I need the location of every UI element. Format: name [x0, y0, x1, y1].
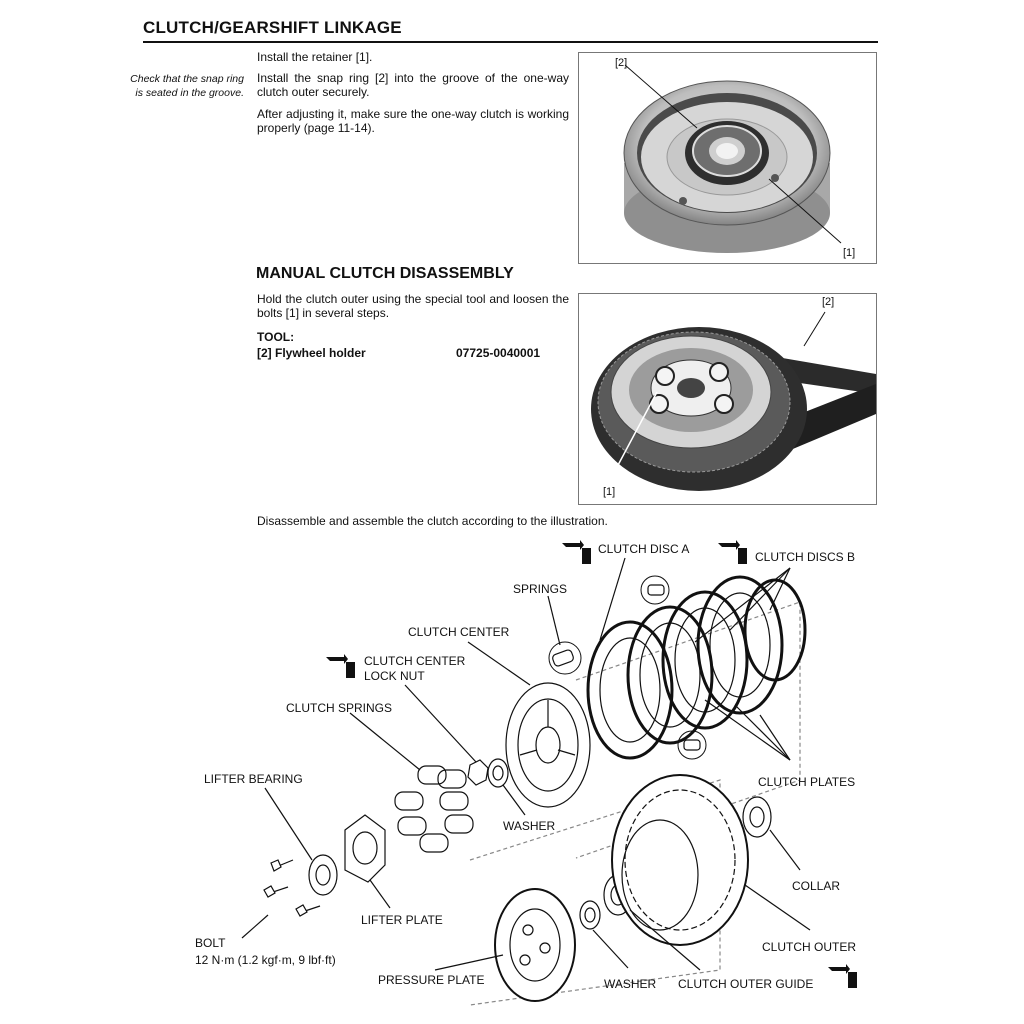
photo1-callout-1: [1] [843, 247, 856, 259]
clutch-outer [611, 774, 749, 946]
clutch-exploded-diagram [241, 540, 857, 1006]
label-pressure-plate: PRESSURE PLATE [378, 973, 485, 987]
label-clutch-disc-a: CLUTCH DISC A [598, 542, 690, 556]
label-springs: SPRINGS [513, 582, 568, 596]
label-collar: COLLAR [792, 879, 841, 893]
label-clutch-outer-guide: CLUTCH OUTER GUIDE [678, 977, 814, 991]
section-title: MANUAL CLUTCH DISASSEMBLY [256, 265, 514, 282]
label-bolt-torque: 12 N·m (1.2 kgf·m, 9 lbf·ft) [195, 953, 336, 967]
label-lifter-bearing: LIFTER BEARING [204, 772, 303, 786]
lifter-plate [344, 814, 386, 883]
label-clutch-center: CLUTCH CENTER [408, 625, 510, 639]
label-washer-upper: WASHER [503, 819, 556, 833]
paragraph-adjust-check: After adjusting it, make sure the one-wa… [257, 107, 569, 135]
photo-flywheel-holder: [2] [1] [578, 293, 877, 505]
label-washer-lower: WASHER [604, 977, 657, 991]
paragraph-disassemble: Disassemble and assemble the clutch acco… [257, 514, 608, 528]
tool-number: 07725-0040001 [456, 346, 541, 360]
label-clutch-springs: CLUTCH SPRINGS [286, 701, 393, 715]
bolts [263, 859, 321, 917]
clutch-disc-stack [586, 575, 807, 760]
clutch-springs [394, 765, 474, 853]
photo1-callout-2: [2] [615, 57, 628, 69]
photo2-callout-2: [2] [822, 296, 835, 308]
label-bolt: BOLT [195, 936, 226, 950]
paragraph-hold-clutch-outer: Hold the clutch outer using the special … [257, 292, 569, 320]
label-clutch-center-lock-nut-2: LOCK NUT [364, 669, 425, 683]
tool-name: [2] Flywheel holder [257, 346, 366, 360]
paragraph-install-snap-ring: Install the snap ring [2] into the groov… [257, 71, 569, 99]
label-clutch-discs-b: CLUTCH DISCS B [755, 550, 856, 564]
clutch-center [505, 682, 591, 808]
photo-one-way-clutch: [2] [1] [578, 52, 877, 264]
side-note: Check that the snap ring is seated in th… [130, 73, 244, 99]
flywheel-holder-illustration [591, 311, 876, 491]
one-way-clutch-illustration [623, 64, 842, 253]
tool-heading: TOOL: [257, 330, 295, 344]
page-title: CLUTCH/GEARSHIFT LINKAGE [143, 18, 402, 37]
paragraph-install-retainer: Install the retainer [1]. [257, 50, 373, 64]
pressure-plate [494, 888, 576, 1002]
label-lifter-plate: LIFTER PLATE [361, 913, 443, 927]
label-clutch-plates: CLUTCH PLATES [758, 775, 856, 789]
label-clutch-center-lock-nut-1: CLUTCH CENTER [364, 654, 466, 668]
title-rule [143, 41, 878, 43]
photo2-callout-1: [1] [603, 486, 616, 498]
label-clutch-outer: CLUTCH OUTER [762, 940, 857, 954]
